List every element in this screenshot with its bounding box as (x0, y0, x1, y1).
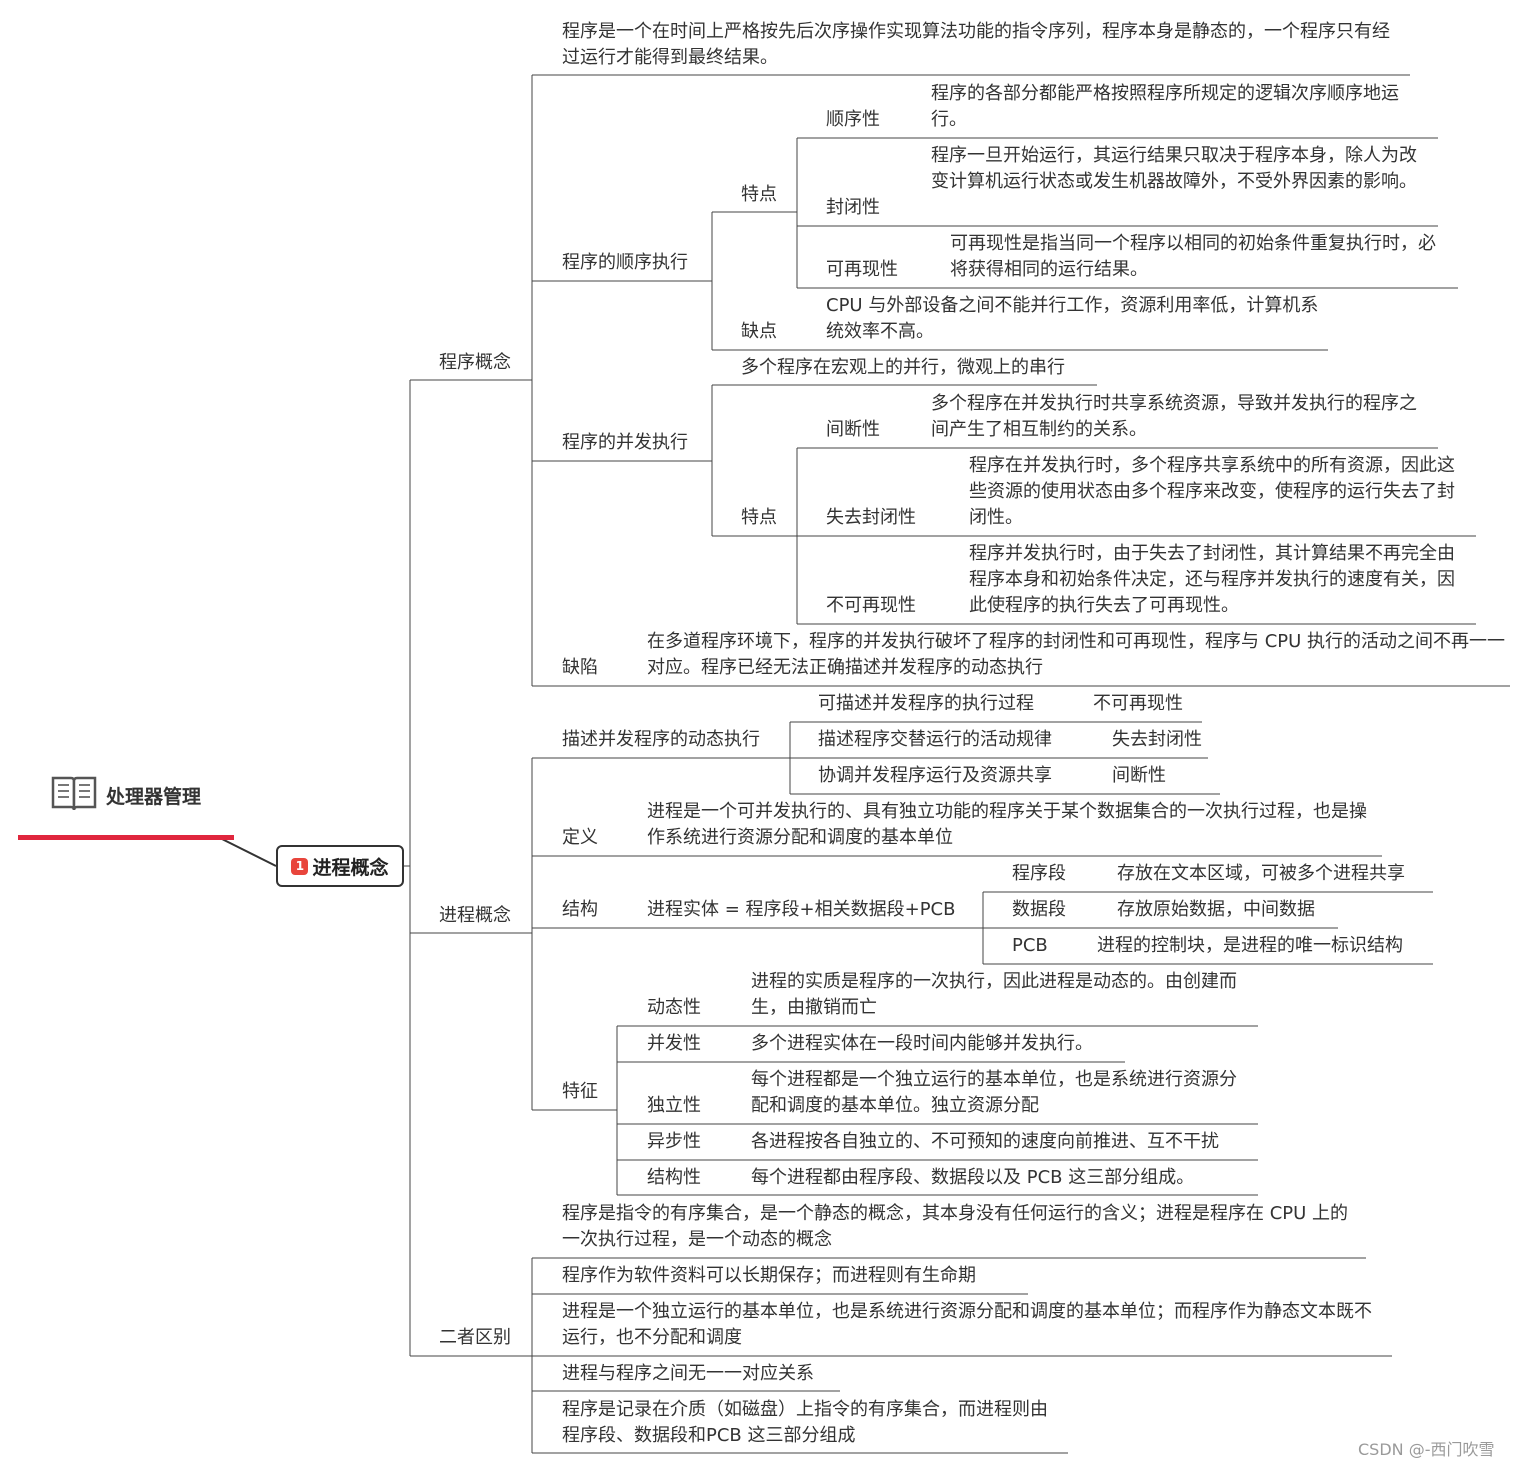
feature-loss-of-closedness-desc[interactable]: 程序在并发执行时，多个程序共享系统中的所有资源，因此这些资源的使用状态由多个程序… (969, 455, 1455, 528)
difference-item-3[interactable]: 进程与程序之间无一一对应关系 (562, 1363, 814, 1384)
dynamic-row-1-a[interactable]: 描述程序交替运行的活动规律 (818, 729, 1052, 750)
dynamic-row-1-b[interactable]: 失去封闭性 (1112, 729, 1202, 750)
difference-item-0[interactable]: 程序是指令的有序集合，是一个静态的概念，其本身没有任何运行的含义；进程是程序在 … (562, 1203, 1349, 1250)
structure-part-program-desc[interactable]: 存放在文本区域，可被多个进程共享 (1117, 863, 1405, 884)
feature-intermittence-desc[interactable]: 多个程序在并发执行时共享系统资源，导致并发执行的程序之间产生了相互制约的关系。 (931, 393, 1417, 440)
watermark: CSDN @-西门吹雪 (1358, 1440, 1495, 1459)
topic-sequential-drawback[interactable]: 缺点 (741, 321, 777, 342)
structure-part-data[interactable]: 数据段 (1012, 899, 1066, 920)
topic-process-features[interactable]: 特征 (562, 1081, 598, 1102)
feature-intermittence[interactable]: 间断性 (826, 419, 880, 440)
process-definition-desc[interactable]: 进程是一个可并发执行的、具有独立功能的程序关于某个数据集合的一次执行过程，也是操… (647, 801, 1367, 848)
feature-closedness-desc[interactable]: 程序一旦开始运行，其运行结果只取决于程序本身，除人为改变计算机运行状态或发生机器… (931, 145, 1417, 192)
structure-part-pcb-desc[interactable]: 进程的控制块，是进程的唯一标识结构 (1097, 935, 1403, 956)
concurrent-summary[interactable]: 多个程序在宏观上的并行，微观上的串行 (741, 357, 1065, 378)
dynamic-row-0-b[interactable]: 不可再现性 (1093, 693, 1183, 714)
topic-difference[interactable]: 二者区别 (439, 1327, 511, 1348)
sequential-drawback-desc[interactable]: CPU 与外部设备之间不能并行工作，资源利用率低，计算机系统效率不高。 (826, 295, 1319, 342)
main-topic-title: 进程概念 (312, 856, 389, 879)
difference-item-2[interactable]: 进程是一个独立运行的基本单位，也是系统进行资源分配和调度的基本单位；而程序作为静… (562, 1301, 1372, 1348)
dynamic-row-2-b[interactable]: 间断性 (1112, 765, 1166, 786)
priority-badge: 1 (291, 857, 309, 875)
feature-loss-of-closedness[interactable]: 失去封闭性 (826, 507, 916, 528)
process-feature-structural-desc[interactable]: 每个进程都由程序段、数据段以及 PCB 这三部分组成。 (751, 1167, 1195, 1188)
topic-structure[interactable]: 结构 (562, 899, 598, 920)
process-feature-independence-desc[interactable]: 每个进程都是一个独立运行的基本单位，也是系统进行资源分配和调度的基本单位。独立资… (751, 1069, 1237, 1116)
process-feature-independence[interactable]: 独立性 (647, 1095, 701, 1116)
process-feature-structural[interactable]: 结构性 (647, 1167, 701, 1188)
feature-non-reproducibility-desc[interactable]: 程序并发执行时，由于失去了封闭性，其计算结果不再完全由程序本身和初始条件决定，还… (969, 543, 1455, 616)
topic-concurrent-features[interactable]: 特点 (741, 507, 777, 528)
root-title: 处理器管理 (106, 785, 202, 808)
topic-dynamic-execution[interactable]: 描述并发程序的动态执行 (562, 729, 760, 750)
root-topic[interactable]: 处理器管理 (50, 772, 201, 818)
dynamic-row-2-a[interactable]: 协调并发程序运行及资源共享 (818, 765, 1052, 786)
process-feature-asynchrony-desc[interactable]: 各进程按各自独立的、不可预知的速度向前推进、互不干扰 (751, 1131, 1219, 1152)
process-feature-dynamic-desc[interactable]: 进程的实质是程序的一次执行，因此进程是动态的。由创建而生，由撤销而亡 (751, 971, 1237, 1018)
topic-process-concept[interactable]: 进程概念 (439, 905, 511, 926)
structure-part-pcb[interactable]: PCB (1012, 935, 1048, 956)
book-icon (50, 772, 98, 818)
structure-part-data-desc[interactable]: 存放原始数据，中间数据 (1117, 899, 1315, 920)
difference-item-1[interactable]: 程序作为软件资料可以长期保存；而进程则有生命期 (562, 1265, 976, 1286)
structure-formula[interactable]: 进程实体 = 程序段+相关数据段+PCB (647, 899, 956, 920)
dynamic-row-0-a[interactable]: 可描述并发程序的执行过程 (818, 693, 1034, 714)
feature-reproducibility-desc[interactable]: 可再现性是指当同一个程序以相同的初始条件重复执行时，必将获得相同的运行结果。 (950, 233, 1436, 280)
feature-closedness[interactable]: 封闭性 (826, 197, 880, 218)
topic-sequential-features[interactable]: 特点 (741, 184, 777, 205)
root-underline (18, 835, 234, 840)
defect-desc[interactable]: 在多道程序环境下，程序的并发执行破坏了程序的封闭性和可再现性，程序与 CPU 执… (647, 631, 1506, 678)
topic-sequential-execution[interactable]: 程序的顺序执行 (562, 252, 688, 273)
difference-item-4[interactable]: 程序是记录在介质（如磁盘）上指令的有序集合，而进程则由程序段、数据段和PCB 这… (562, 1399, 1048, 1446)
program-definition[interactable]: 程序是一个在时间上严格按先后次序操作实现算法功能的指令序列，程序本身是静态的，一… (562, 21, 1390, 68)
feature-sequentiality-desc[interactable]: 程序的各部分都能严格按照程序所规定的逻辑次序顺序地运行。 (931, 83, 1399, 130)
topic-concurrent-execution[interactable]: 程序的并发执行 (562, 432, 688, 453)
process-feature-concurrency-desc[interactable]: 多个进程实体在一段时间内能够并发执行。 (751, 1033, 1093, 1054)
topic-program-concept[interactable]: 程序概念 (439, 352, 511, 373)
process-feature-concurrency[interactable]: 并发性 (647, 1033, 701, 1054)
main-topic-node[interactable]: 1 进程概念 (276, 845, 404, 887)
process-feature-asynchrony[interactable]: 异步性 (647, 1131, 701, 1152)
structure-part-program[interactable]: 程序段 (1012, 863, 1066, 884)
process-feature-dynamic[interactable]: 动态性 (647, 997, 701, 1018)
feature-reproducibility[interactable]: 可再现性 (826, 259, 898, 280)
topic-definition[interactable]: 定义 (562, 827, 598, 848)
feature-non-reproducibility[interactable]: 不可再现性 (826, 595, 916, 616)
feature-sequentiality[interactable]: 顺序性 (826, 109, 880, 130)
topic-defect[interactable]: 缺陷 (562, 657, 598, 678)
